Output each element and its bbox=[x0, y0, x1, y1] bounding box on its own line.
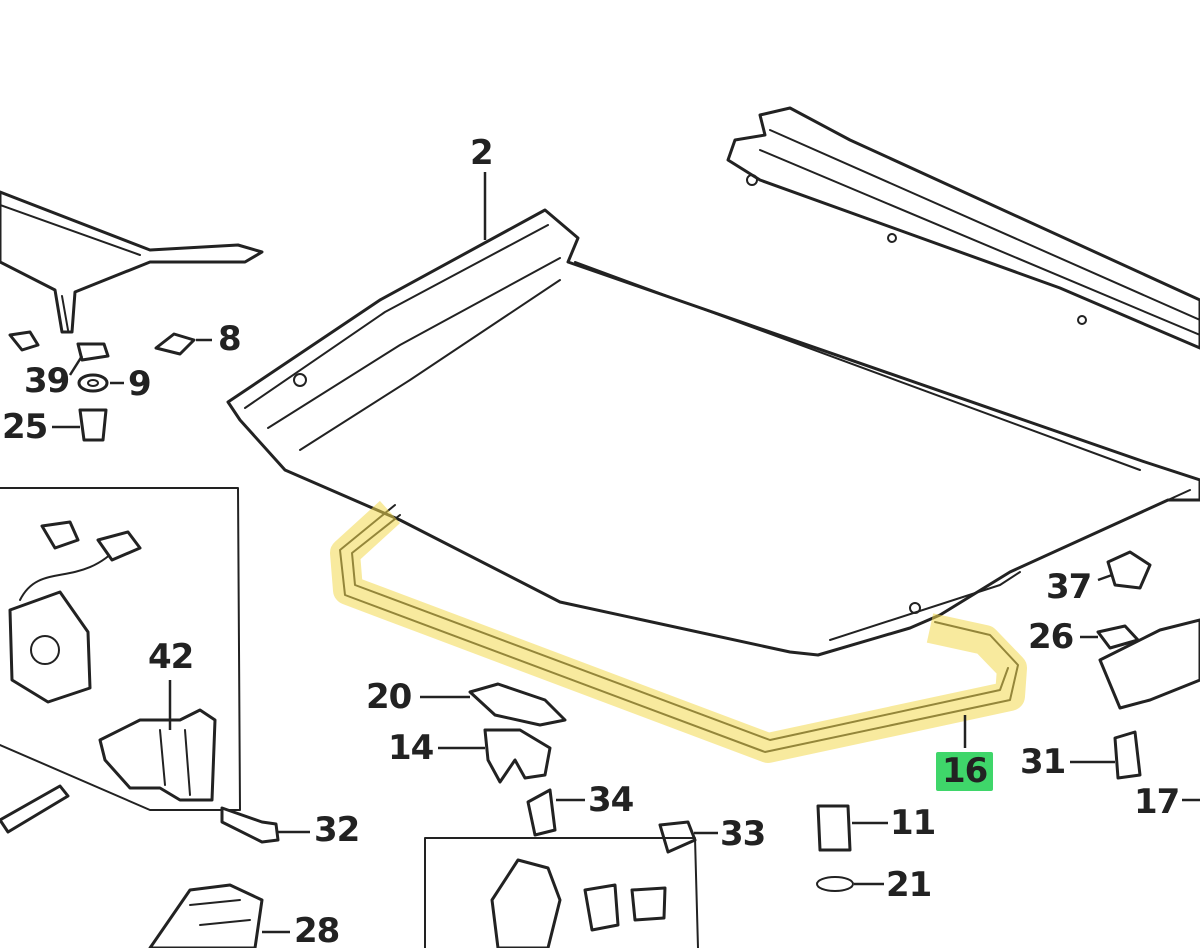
callout-21: 21 bbox=[886, 865, 932, 905]
callout-17: 17 bbox=[1134, 782, 1180, 822]
callout-16-highlighted: 16 bbox=[936, 752, 994, 791]
roof-panel bbox=[226, 208, 1200, 657]
callout-37: 37 bbox=[1046, 567, 1092, 607]
bolt-32 bbox=[220, 806, 280, 844]
callout-11: 11 bbox=[890, 803, 936, 843]
callout-9: 9 bbox=[128, 364, 152, 404]
callout-20: 20 bbox=[366, 677, 412, 717]
bottom-assembly bbox=[424, 837, 699, 948]
bracket-42 bbox=[98, 708, 217, 802]
left-trim-strip bbox=[0, 190, 264, 334]
callout-34: 34 bbox=[588, 780, 634, 820]
callout-8: 8 bbox=[218, 319, 242, 359]
callout-14: 14 bbox=[388, 728, 434, 768]
right-small-parts bbox=[1096, 550, 1200, 780]
leader-lines bbox=[52, 172, 1200, 934]
callout-39: 39 bbox=[24, 361, 70, 401]
clip-28 bbox=[148, 883, 264, 948]
callout-33: 33 bbox=[720, 814, 766, 854]
callout-32: 32 bbox=[314, 810, 360, 850]
callout-28: 28 bbox=[294, 911, 340, 948]
callout-26: 26 bbox=[1028, 617, 1074, 657]
callout-25: 25 bbox=[2, 407, 48, 447]
seal-highlight bbox=[330, 500, 1027, 763]
right-rail bbox=[726, 106, 1200, 350]
callout-42: 42 bbox=[148, 637, 194, 677]
motor-assembly bbox=[0, 487, 241, 811]
callout-31: 31 bbox=[1020, 742, 1066, 782]
screw-left bbox=[0, 784, 70, 834]
callout-2: 2 bbox=[470, 133, 494, 173]
small-clips bbox=[8, 330, 196, 442]
